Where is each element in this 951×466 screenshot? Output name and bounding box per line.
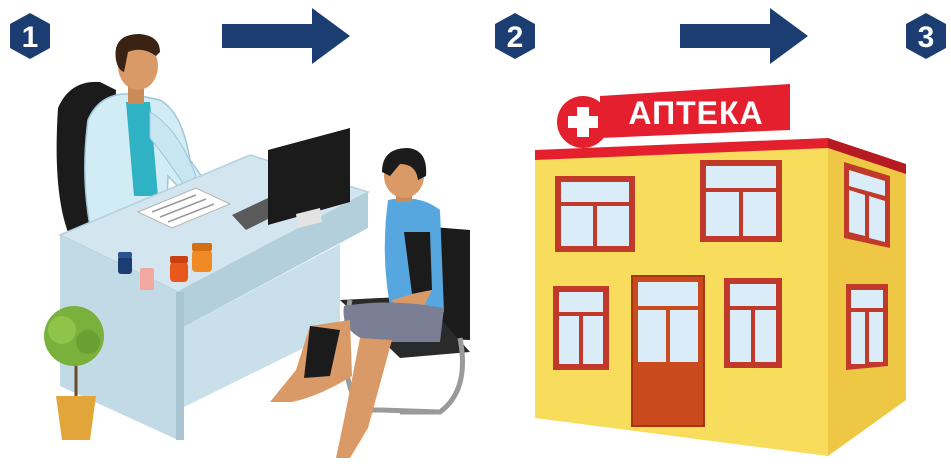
step-number-3: 3 bbox=[918, 21, 935, 54]
right-arrow-icon bbox=[680, 8, 808, 64]
window bbox=[724, 278, 782, 368]
pharmacy-door bbox=[632, 276, 704, 426]
pharmacy-sign: АПТЕКА bbox=[557, 84, 790, 148]
step-badge-1: 1 bbox=[10, 13, 50, 59]
window bbox=[846, 284, 888, 370]
step-badge-3: 3 bbox=[906, 13, 946, 59]
right-arrow-icon bbox=[222, 8, 350, 64]
window bbox=[844, 162, 890, 248]
step-badge-2: 2 bbox=[495, 13, 535, 59]
window bbox=[555, 176, 635, 252]
pharmacy-building: АПТЕКА bbox=[535, 84, 906, 456]
doctor-office-scene bbox=[44, 34, 470, 458]
pharmacy-sign-text: АПТЕКА bbox=[628, 95, 763, 131]
window bbox=[553, 286, 609, 370]
step-number-2: 2 bbox=[507, 21, 524, 54]
window bbox=[700, 160, 782, 242]
step-number-1: 1 bbox=[22, 21, 39, 54]
